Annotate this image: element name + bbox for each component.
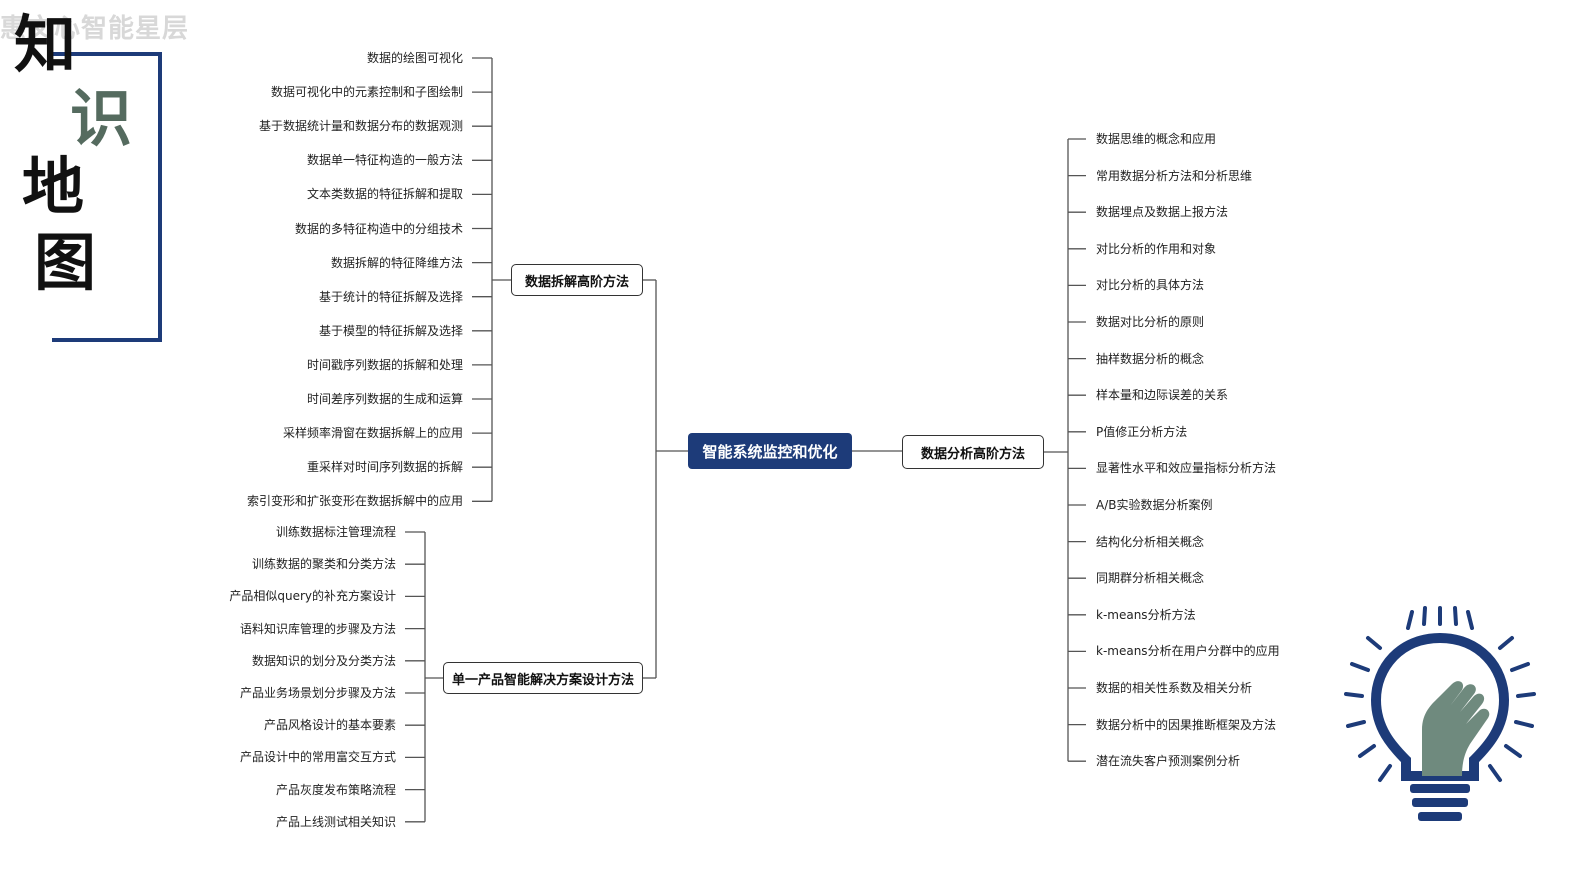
leaf-right-10[interactable]: 显著性水平和效应量指标分析方法 (1096, 461, 1277, 476)
leaf-left-top-13[interactable]: 重采样对时间序列数据的拆解 (306, 460, 463, 475)
root-node[interactable]: 智能系统监控和优化 (688, 433, 852, 469)
branch-data-decomposition[interactable]: 数据拆解高阶方法 (511, 264, 643, 296)
leaf-right-16[interactable]: 数据的相关性系数及相关分析 (1096, 681, 1253, 695)
leaf-left-top-8[interactable]: 基于统计的特征拆解及选择 (318, 289, 463, 304)
leaf-right-14[interactable]: k-means分析方法 (1096, 607, 1196, 622)
leaf-left-top-10[interactable]: 时间戳序列数据的拆解和处理 (306, 357, 463, 372)
leaf-right-11[interactable]: A/B实验数据分析案例 (1096, 498, 1213, 512)
leaf-right-13[interactable]: 同期群分析相关概念 (1096, 571, 1205, 586)
leaf-left-top-7[interactable]: 数据拆解的特征降维方法 (330, 255, 463, 270)
leaf-left-bottom-4[interactable]: 语料知识库管理的步骤及方法 (239, 621, 396, 636)
leaf-right-2[interactable]: 常用数据分析方法和分析思维 (1096, 168, 1253, 183)
leaf-left-top-14[interactable]: 索引变形和扩张变形在数据拆解中的应用 (246, 494, 463, 509)
leaf-left-top-4[interactable]: 数据单一特征构造的一般方法 (306, 153, 463, 168)
leaf-right-5[interactable]: 对比分析的具体方法 (1096, 278, 1205, 293)
title-bracket (52, 52, 162, 342)
leaf-right-12[interactable]: 结构化分析相关概念 (1096, 534, 1205, 549)
leaf-left-top-5[interactable]: 文本类数据的特征拆解和提取 (306, 187, 463, 202)
leaf-left-top-1[interactable]: 数据的绘图可视化 (366, 51, 463, 65)
branch-data-analysis[interactable]: 数据分析高阶方法 (902, 435, 1044, 469)
leaf-left-bottom-2[interactable]: 训练数据的聚类和分类方法 (251, 557, 396, 572)
leaf-left-top-9[interactable]: 基于模型的特征拆解及选择 (318, 323, 463, 338)
leaf-right-8[interactable]: 样本量和边际误差的关系 (1096, 388, 1229, 403)
leaf-left-bottom-5[interactable]: 数据知识的划分及分类方法 (251, 653, 396, 668)
leaf-left-bottom-6[interactable]: 产品业务场景划分步骤及方法 (239, 686, 396, 700)
leaf-left-bottom-3[interactable]: 产品相似query的补充方案设计 (229, 589, 396, 604)
leaf-left-top-11[interactable]: 时间差序列数据的生成和运算 (306, 392, 463, 406)
leaf-right-17[interactable]: 数据分析中的因果推断框架及方法 (1096, 717, 1277, 732)
lightbulb-hand-icon (1344, 606, 1536, 821)
leaf-left-top-3[interactable]: 基于数据统计量和数据分布的数据观测 (258, 119, 463, 134)
title-char-4: 图 (34, 226, 97, 299)
leaf-left-top-12[interactable]: 采样频率滑窗在数据拆解上的应用 (282, 426, 463, 441)
leaf-right-3[interactable]: 数据埋点及数据上报方法 (1096, 205, 1229, 220)
leaf-left-bottom-8[interactable]: 产品设计中的常用富交互方式 (239, 750, 396, 765)
leaf-right-7[interactable]: 抽样数据分析的概念 (1096, 351, 1205, 366)
leaf-left-bottom-10[interactable]: 产品上线测试相关知识 (275, 814, 396, 829)
leaf-left-bottom-7[interactable]: 产品风格设计的基本要素 (263, 718, 396, 733)
leaf-right-9[interactable]: P值修正分析方法 (1096, 424, 1188, 439)
leaf-right-1[interactable]: 数据思维的概念和应用 (1096, 132, 1217, 146)
video-watermark: 惠文心智能星层 (0, 14, 190, 44)
leaf-right-6[interactable]: 数据对比分析的原则 (1096, 315, 1205, 329)
leaf-right-4[interactable]: 对比分析的作用和对象 (1096, 241, 1217, 256)
title-char-1: 知 (14, 8, 77, 81)
leaf-left-top-2[interactable]: 数据可视化中的元素控制和子图绘制 (270, 85, 463, 100)
leaf-left-bottom-1[interactable]: 训练数据标注管理流程 (275, 525, 396, 539)
title-char-2: 识 (70, 82, 133, 155)
branch-product-solution-design[interactable]: 单一产品智能解决方案设计方法 (443, 662, 643, 694)
leaf-right-15[interactable]: k-means分析在用户分群中的应用 (1096, 644, 1280, 659)
leaf-right-18[interactable]: 潜在流失客户预测案例分析 (1096, 754, 1241, 769)
leaf-left-top-6[interactable]: 数据的多特征构造中的分组技术 (294, 221, 463, 236)
leaf-left-bottom-9[interactable]: 产品灰度发布策略流程 (275, 782, 396, 797)
title-char-3: 地 (22, 150, 85, 223)
